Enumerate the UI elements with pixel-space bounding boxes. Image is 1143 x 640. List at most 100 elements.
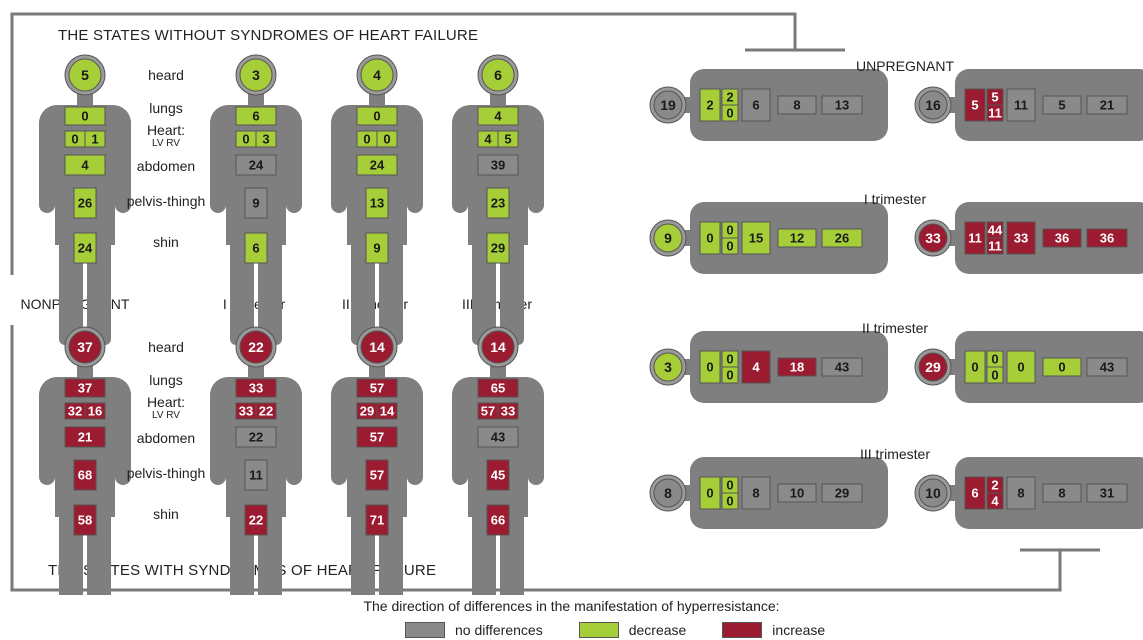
left-arm-shape (39, 387, 55, 485)
pelvis-box (1042, 95, 1082, 115)
left-arm-shape (331, 387, 347, 485)
right-arm-shape (115, 115, 131, 213)
pelvis-box (73, 459, 97, 491)
shin-value: 66 (491, 513, 505, 528)
head-circle (653, 478, 683, 508)
lungs-box (235, 378, 277, 398)
abdomen-value: 24 (249, 158, 264, 173)
lungs-value: 6 (252, 109, 259, 124)
abdomen-value: 33 (1014, 231, 1028, 246)
abdomen-value: 6 (752, 98, 759, 113)
heart-rv-box (986, 366, 1004, 384)
abdomen-box (64, 426, 106, 448)
abdomen-box (741, 350, 771, 384)
heart-rv-value: 0 (726, 368, 733, 383)
shin-box (244, 504, 268, 536)
shin-box (1086, 483, 1128, 503)
lungs-box (356, 106, 398, 126)
lungs-box (699, 88, 721, 122)
abdomen-value: 22 (249, 430, 263, 445)
shin-value: 13 (835, 98, 849, 113)
row-label-lungs-bottom: lungs (149, 372, 182, 388)
pelvis-value: 0 (1058, 360, 1065, 375)
abdomen-value: 15 (749, 231, 763, 246)
head-value: 19 (660, 97, 676, 113)
head-circle (653, 90, 683, 120)
pelvis-value: 9 (252, 196, 259, 211)
shin-value: 6 (252, 241, 259, 256)
legend-item-no-differences: no differences (405, 622, 543, 638)
heart-lv-value: 5 (991, 90, 998, 105)
abdomen-box (235, 426, 277, 448)
shin-value: 21 (1100, 98, 1114, 113)
heart-rv-box (497, 130, 519, 148)
pelvis-value: 68 (78, 468, 92, 483)
head-circle (653, 352, 683, 382)
abdomen-box (356, 426, 398, 448)
lungs-box (699, 350, 721, 384)
lungs-value: 11 (968, 231, 982, 246)
abdomen-box (1006, 88, 1036, 122)
pelvis-value: 57 (370, 468, 384, 483)
abdomen-box (1006, 476, 1036, 510)
shin-box (821, 228, 863, 248)
abdomen-box (356, 154, 398, 176)
pelvis-value: 11 (249, 468, 263, 483)
neck-shape (369, 93, 385, 109)
neck-shape (77, 365, 93, 381)
pelvis-box (73, 187, 97, 219)
pelvis-box (777, 95, 817, 115)
shin-box (244, 232, 268, 264)
heart-rv-box (376, 402, 398, 420)
head-circle (653, 223, 683, 253)
state-label-third-trimester: III trimester (860, 446, 930, 462)
heart-rv-box (986, 492, 1004, 510)
lungs-value: 5 (971, 98, 978, 113)
abdomen-value: 21 (78, 430, 92, 445)
heart-rv-box (376, 130, 398, 148)
abdomen-value: 8 (752, 486, 759, 501)
heart-rv-box (497, 402, 519, 420)
row-label-abdomen-bottom: abdomen (137, 430, 195, 446)
head-circle (239, 330, 273, 364)
heart-rv-value: 11 (988, 239, 1002, 254)
abdomen-box (235, 154, 277, 176)
lungs-box (964, 476, 986, 510)
shin-box (821, 483, 863, 503)
abdomen-box (741, 476, 771, 510)
top-section-title: THE STATES WITHOUT SYNDROMES OF HEART FA… (58, 27, 479, 44)
pelvis-box (1042, 483, 1082, 503)
head-circle (918, 352, 948, 382)
abdomen-value: 43 (491, 430, 505, 445)
heart-lv-value: 0 (726, 352, 733, 367)
shin-value: 71 (370, 513, 384, 528)
shin-value: 43 (1100, 360, 1114, 375)
pelvis-value: 36 (1055, 231, 1069, 246)
heart-rv-box (721, 366, 739, 384)
head-value: 33 (925, 230, 941, 246)
shin-value: 26 (835, 231, 849, 246)
heart-rv-box (255, 402, 277, 420)
lungs-value: 0 (81, 109, 88, 124)
row-label-pelvis-bottom: pelvis-thingh (127, 465, 206, 481)
heart-rv-box (84, 130, 106, 148)
row-label-pelvis-top: pelvis-thingh (127, 193, 206, 209)
lungs-value: 0 (706, 486, 713, 501)
heart-lv-value: 2 (726, 90, 733, 105)
row-label-heart-bottom: Heart: (147, 394, 185, 410)
right-arm-shape (407, 387, 423, 485)
row-label-lvrv-top: LV RV (152, 138, 180, 149)
pelvis-box (365, 459, 389, 491)
abdomen-value: 4 (752, 360, 760, 375)
shin-value: 29 (491, 241, 505, 256)
lungs-box (235, 106, 277, 126)
heart-lv-value: 0 (363, 132, 370, 147)
left-arm-shape (331, 115, 347, 213)
shin-value: 31 (1100, 486, 1114, 501)
